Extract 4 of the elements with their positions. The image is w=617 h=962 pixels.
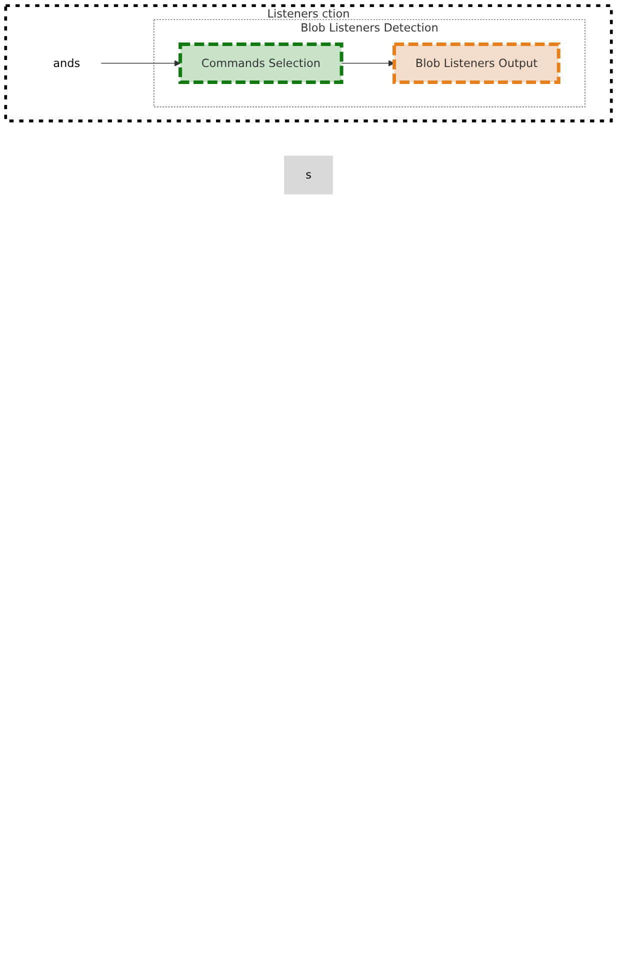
node-box: Blob Listeners Output <box>392 42 560 84</box>
node-box: Commands Selection <box>178 42 344 84</box>
node-text: ands <box>53 56 80 70</box>
node-box: s <box>284 156 333 194</box>
